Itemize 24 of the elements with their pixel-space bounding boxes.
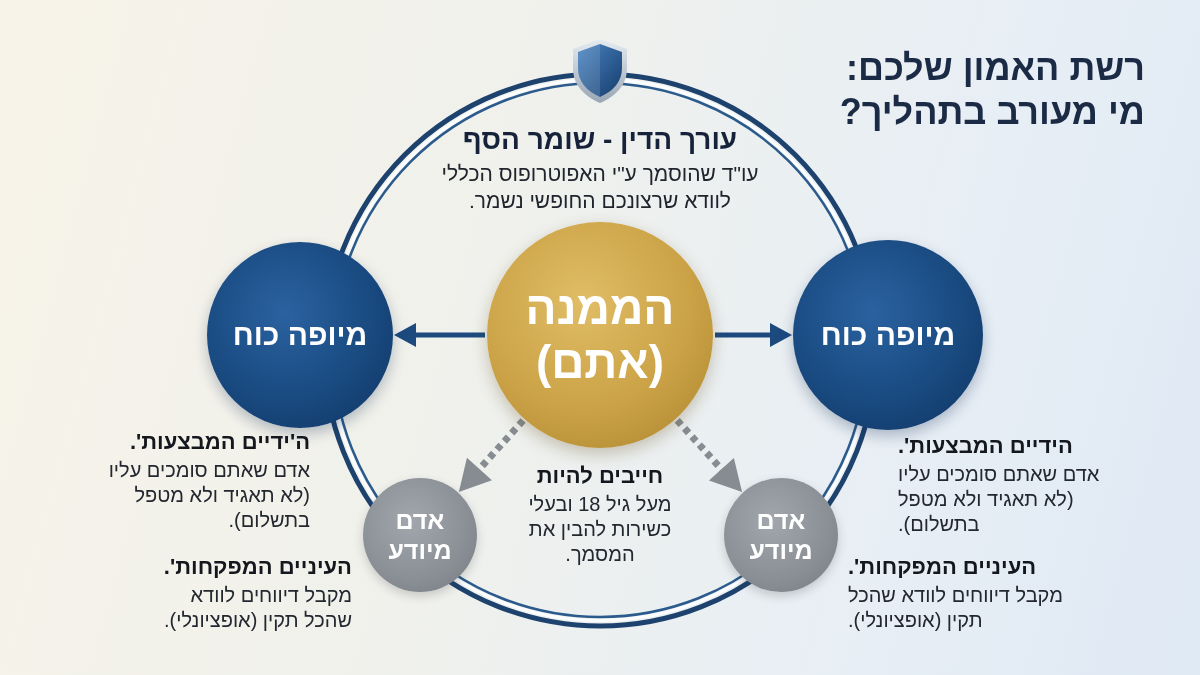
- role-label: אדם מיודע: [387, 505, 453, 565]
- role-label: אדם מיודע: [748, 505, 814, 565]
- role-circle: [363, 478, 477, 592]
- note-text: מקבל דיווחים לוודא שהכל תקין (אופציונלי).: [163, 583, 352, 633]
- note-text: אדם שאתם סומכים עליו (לא תאגיד ולא מטפל בתשלום).: [898, 462, 1101, 537]
- section-text: עו"ד שהוסמך ע"י האפוטרופוס הכללי לוודא שרצונכם החופשי נשמר.: [440, 161, 760, 214]
- note-heading: העיניים המפקחות'.: [163, 553, 352, 580]
- section-heading: עורך הדין - שומר הסף: [462, 124, 738, 156]
- note-text: אדם שאתם סומכים עליו (לא תאגיד ולא מטפל בתשלום).: [107, 458, 310, 533]
- role-label: מיופה כוח: [820, 317, 956, 353]
- role-label: מיופה כוח: [232, 317, 368, 353]
- note-text: מקבל דיווחים לוודא שהכל תקין (אופציונלי).: [848, 583, 1064, 633]
- note-text: מעל גיל 18 ובעלי כשירות להבין את המסמך.: [527, 492, 673, 567]
- diagram-title: רשת האמון שלכם: מי מעורב בתהליך?: [838, 46, 1145, 134]
- note-heading: העיניים המפקחות'.: [848, 553, 1037, 580]
- note-heading: הידיים המבצעות'.: [898, 432, 1073, 459]
- role-label: הממנה (אתם): [524, 281, 676, 389]
- note-heading: ה'ידיים המבצעות'.: [129, 428, 310, 455]
- arrow: [674, 417, 743, 492]
- arrow: [458, 418, 526, 492]
- arrow: [715, 323, 792, 347]
- note-heading: חייבים להיות: [536, 462, 664, 489]
- role-circle: [724, 478, 838, 592]
- arrow: [394, 323, 485, 347]
